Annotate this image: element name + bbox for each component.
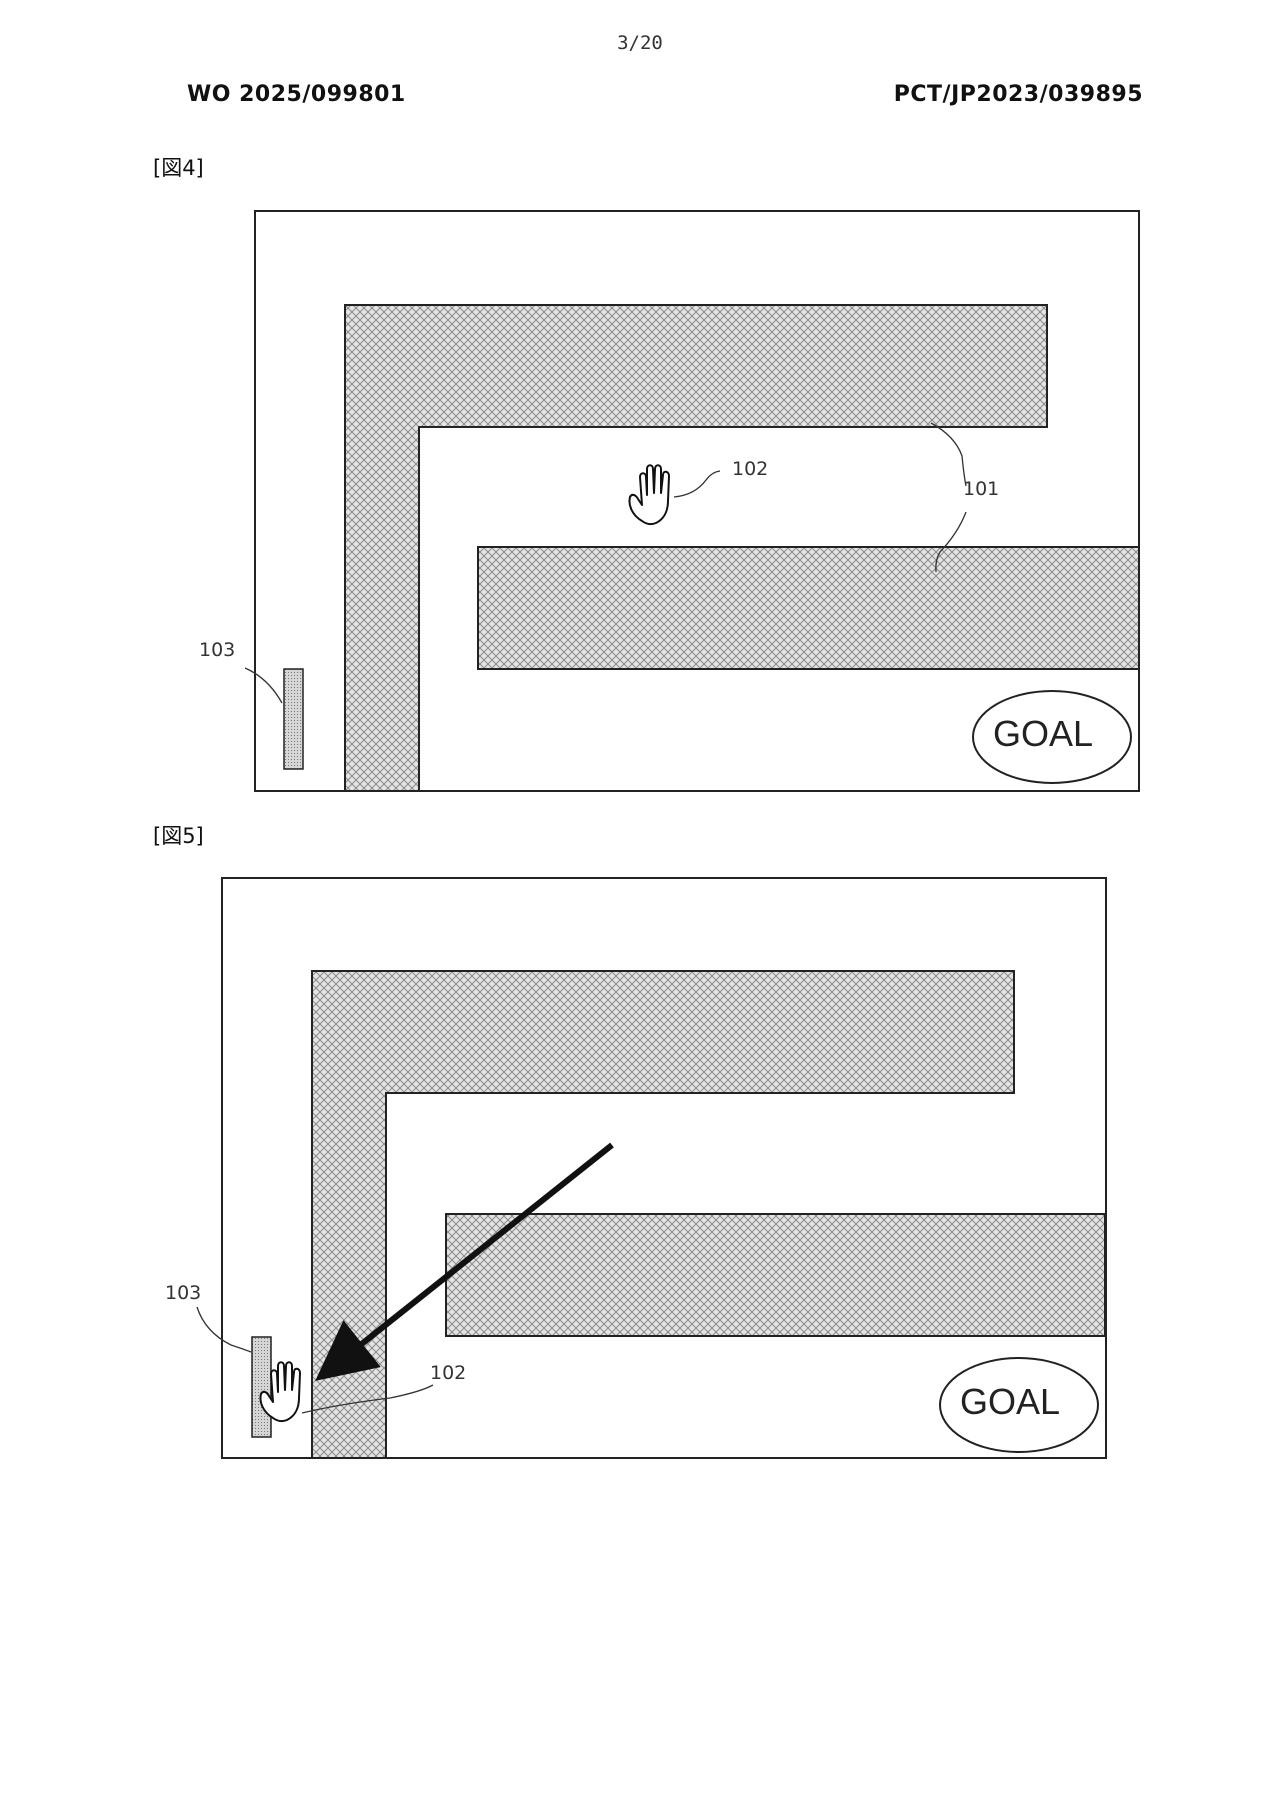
- hand-icon: [259, 1361, 301, 1423]
- figure-4-ref-hand: 102: [732, 458, 769, 480]
- figure-5-ref-target: 103: [165, 1282, 202, 1304]
- figure-4-leader-103: [244, 667, 283, 704]
- figure-5-track-lower: [445, 1213, 1106, 1337]
- hand-icon: [628, 464, 670, 526]
- arrow-icon: [315, 1142, 614, 1381]
- figure-5-leader-103: [196, 1306, 252, 1353]
- figure-4-track-upper: [344, 304, 1048, 792]
- figure-5-leader-102: [301, 1384, 434, 1414]
- figure-4-target: [283, 668, 304, 770]
- figure-4-ref-track: 101: [963, 478, 1000, 500]
- figure-5: [196, 877, 1107, 1459]
- figure-4-leader-101a: [930, 422, 967, 487]
- figure-5-goal-text: GOAL: [960, 1381, 1061, 1422]
- figure-5-label: [図5]: [153, 824, 204, 848]
- figure-4-leader-102: [673, 470, 721, 498]
- figure-4-goal-text: GOAL: [993, 713, 1094, 754]
- page-number: 3/20: [617, 32, 663, 54]
- figure-4-leader-101b: [935, 511, 967, 573]
- figure-5-target: [251, 1336, 272, 1438]
- application-number: PCT/JP2023/039895: [893, 82, 1143, 107]
- figure-4-goal-ellipse: [972, 690, 1132, 784]
- figure-4-ref-target: 103: [199, 639, 236, 661]
- figure-4-track-lower: [477, 546, 1140, 670]
- figure-5-goal-ellipse: [939, 1357, 1099, 1453]
- figure-4-label: [図4]: [153, 156, 204, 180]
- figure-5-track-upper: [311, 970, 1015, 1459]
- figure-4: [244, 210, 1140, 792]
- figure-5-ref-hand: 102: [430, 1362, 467, 1384]
- publication-number: WO 2025/099801: [187, 82, 406, 107]
